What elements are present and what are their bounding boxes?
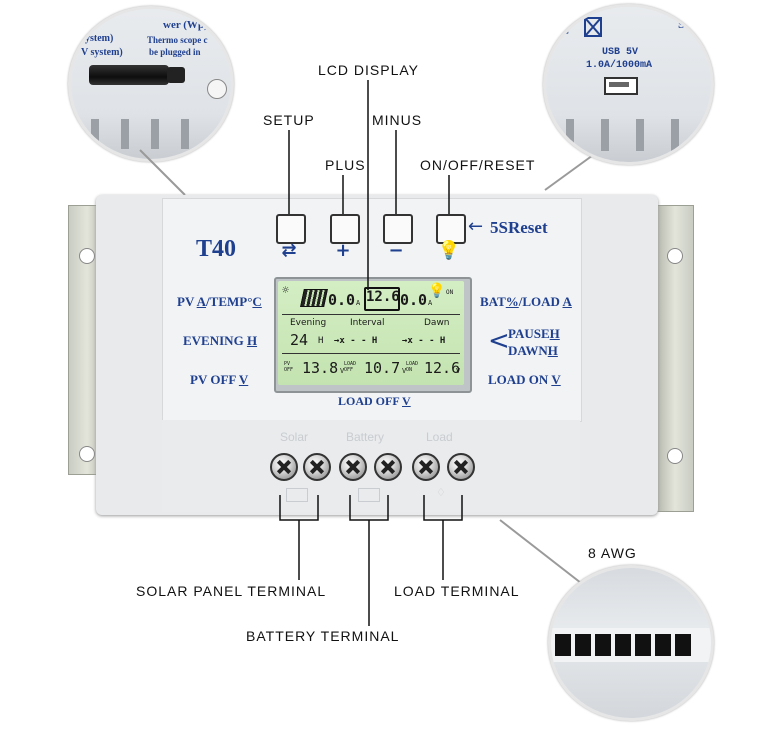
- evening-header: Evening: [290, 318, 327, 328]
- pv-off-voltage: 13.8: [302, 359, 339, 377]
- minus-icon: −: [388, 240, 404, 261]
- usb-rating: 1.0A/1000mA: [586, 60, 653, 71]
- on-off-reset-callout: ON/OFF/RESET: [420, 157, 536, 173]
- evening-hours-unit: H: [318, 336, 324, 346]
- pv-off-label: PV OFF V: [190, 372, 249, 387]
- lcd-display: ☼ 0.0 A 12.6 0.0 A 💡 ON Evening Interval…: [278, 281, 464, 385]
- pv-off-tag: PV OFF: [284, 361, 294, 373]
- setup-arrows-icon: ⇄: [281, 240, 297, 261]
- awg-callout: 8 AWG: [588, 545, 637, 561]
- mount-hole: [667, 448, 683, 464]
- lcd-bulb-icon: 💡: [428, 283, 446, 299]
- load-on-tag: LOAD ON: [406, 361, 419, 373]
- ce-mark-icon: C: [558, 21, 570, 38]
- load-off-voltage: 10.7: [364, 359, 401, 377]
- load-terminal-screw[interactable]: [447, 453, 475, 481]
- pv-temp-label: PV A/TEMP°C: [177, 294, 262, 309]
- load-terminal-screw[interactable]: [412, 453, 440, 481]
- battery-terminal-callout: BATTERY TERMINAL: [246, 628, 400, 644]
- mount-hole: [79, 248, 95, 264]
- zoom-awg-terminals: [548, 565, 714, 721]
- lcd-display-callout: LCD DISPLAY: [318, 62, 419, 78]
- load-off-unit: V: [402, 367, 407, 375]
- dawn-header: Dawn: [424, 318, 450, 328]
- battery-symbol-icon: [358, 488, 380, 502]
- terminal-cover: [162, 420, 580, 512]
- pv-current: 0.0: [328, 291, 356, 309]
- load-current: 0.0: [400, 291, 428, 309]
- terminal-group-solar: Solar: [280, 430, 309, 444]
- interval-value: →x - - H: [334, 336, 378, 346]
- wire-slot-icon: [655, 634, 671, 656]
- wire-slot-icon: [615, 634, 631, 656]
- load-on-voltage: 12.6: [424, 359, 461, 377]
- terminal-group-load: Load: [426, 430, 453, 444]
- minus-button[interactable]: [383, 214, 413, 244]
- pv-current-unit: A: [356, 299, 361, 307]
- solar-symbol-icon: [286, 488, 308, 502]
- load-current-unit: A: [428, 299, 433, 307]
- wire-slot-icon: [675, 634, 691, 656]
- zoom-thermo-port: wer (Wp) ystem) V system) Thermo scope c…: [68, 6, 234, 162]
- dawn-value: →x - - H: [402, 336, 446, 346]
- pause-label: PAUSEH: [508, 326, 560, 341]
- load-on-label: LOAD ON V: [488, 372, 561, 387]
- wire-slot-icon: [635, 634, 651, 656]
- setup-button[interactable]: [276, 214, 306, 244]
- wire-slot-icon: [575, 634, 591, 656]
- zoom-label: Thermo scope c: [147, 35, 208, 45]
- zoom-label: ystem): [85, 33, 114, 44]
- pv-off-unit: V: [340, 367, 345, 375]
- interval-header: Interval: [350, 318, 385, 328]
- on-off-reset-button[interactable]: [436, 214, 466, 244]
- plus-icon: +: [335, 240, 351, 261]
- bat-load-label: BAT%/LOAD A: [480, 294, 572, 309]
- battery-icon: [364, 287, 400, 311]
- model-name: T40: [196, 236, 237, 262]
- load-terminal-callout: LOAD TERMINAL: [394, 583, 520, 599]
- wire-slot-icon: [595, 634, 611, 656]
- zoom-usb-port: C Sc USB 5V 1.0A/1000mA: [543, 4, 714, 165]
- corner-text: Sc: [678, 17, 690, 31]
- terminal-group-battery: Battery: [346, 430, 385, 444]
- zoom-label: be plugged in: [149, 47, 201, 57]
- evening-hours: 24: [290, 331, 309, 349]
- usb-port-icon: [604, 77, 638, 95]
- bulb-icon: 💡: [437, 240, 461, 261]
- plus-button[interactable]: [330, 214, 360, 244]
- zoom-label: wer (Wp): [163, 19, 208, 31]
- load-off-tag: LOAD OFF: [344, 361, 357, 373]
- zoom-label: V system): [81, 47, 123, 58]
- sun-icon: ☼: [282, 283, 290, 297]
- evening-label: EVENING H: [183, 333, 258, 348]
- load-off-label: LOAD OFF V: [338, 394, 411, 408]
- mount-hole: [667, 248, 683, 264]
- solar-panel-terminal-callout: SOLAR PANEL TERMINAL: [136, 583, 327, 599]
- weee-bin-icon: [584, 17, 602, 37]
- reset-arrow-icon: ←: [468, 216, 484, 237]
- on-tag: ON: [446, 289, 454, 296]
- load-symbol-icon: ♢: [436, 487, 446, 499]
- usb-label: USB 5V: [602, 47, 639, 58]
- reset-hint: 5SReset: [490, 218, 548, 237]
- battery-terminal-screw[interactable]: [374, 453, 402, 481]
- battery-voltage: 12.6: [366, 289, 400, 305]
- mount-hole: [79, 446, 95, 462]
- plus-callout: PLUS: [325, 157, 366, 173]
- chevron-left-icon: <: [488, 326, 510, 356]
- thermo-plug-icon: [89, 65, 169, 85]
- solar-terminal-screw[interactable]: [270, 453, 298, 481]
- load-on-unit: V: [456, 367, 461, 375]
- setup-callout: SETUP: [263, 112, 315, 128]
- minus-callout: MINUS: [372, 112, 423, 128]
- port-hole-icon: [207, 79, 227, 99]
- solar-terminal-screw[interactable]: [303, 453, 331, 481]
- thermo-plug-tip-icon: [167, 67, 185, 83]
- dawn-label: DAWNH: [508, 343, 558, 358]
- wire-slot-icon: [555, 634, 571, 656]
- battery-terminal-screw[interactable]: [339, 453, 367, 481]
